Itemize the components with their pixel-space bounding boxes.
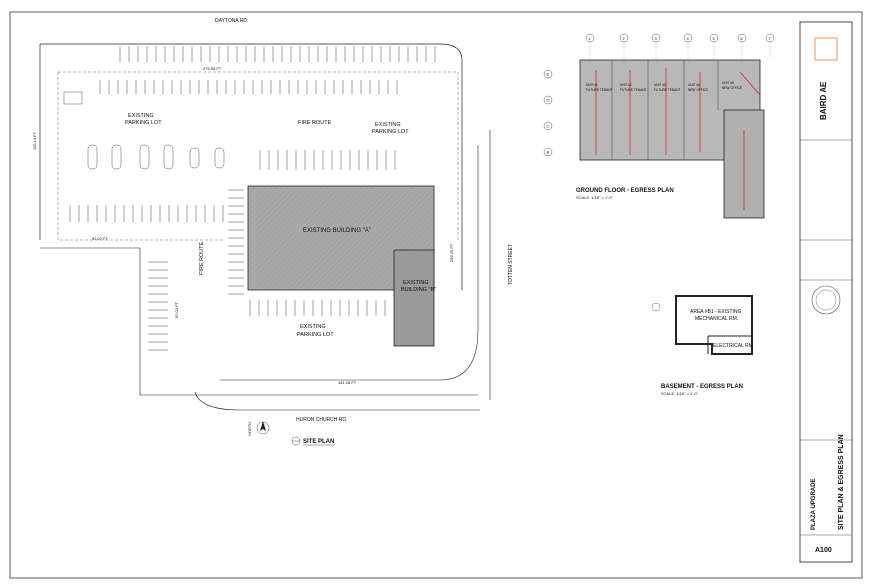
street-south-label: HURON CHURCH RD. [296, 417, 347, 423]
grid-column-label: 2 [623, 36, 626, 41]
site-plan: DAYTONA RD. EXISTING BUILDING "A" [32, 18, 514, 446]
grid-column-label: 7 [769, 36, 772, 41]
basement-walls [675, 295, 753, 355]
unit-label: UNIT #4 [688, 83, 700, 87]
property-line [57, 71, 459, 241]
unit-label: UNIT #5 [722, 81, 734, 85]
north-arrow: NORTH [247, 421, 270, 436]
grid-bubble [543, 121, 553, 131]
grid-column-label: 1 [589, 36, 592, 41]
unit-label: FUTURE TENANT [620, 88, 647, 92]
building-a-label: EXISTING BUILDING "A" [303, 228, 371, 234]
existing-kiosk [63, 91, 83, 105]
grid-bubble [543, 147, 553, 157]
fire-route-north-label: FIRE ROUTE [298, 120, 332, 126]
site-plan-title: SITE PLAN [291, 436, 335, 446]
curb-south [194, 391, 480, 411]
curb-east [220, 145, 479, 381]
unit-label: NEW OFFICE [688, 88, 708, 92]
site-plan-title-text: SITE PLAN [303, 439, 334, 445]
grid-row-label: B [547, 150, 550, 155]
basement-electrical-room: ELECTRICAL RM [713, 343, 753, 349]
dim-bottom: 181.28 FT [338, 380, 357, 385]
grid-column-label: 4 [687, 36, 690, 41]
project-name: PLAZA UPGRADE [811, 479, 817, 530]
landscape-islands [87, 144, 225, 170]
firm-logo: BAIRD AE [814, 37, 838, 120]
parking-stalls [69, 46, 436, 351]
street-north-label: DAYTONA RD. [215, 18, 248, 24]
unit-label: FUTURE TENANT [654, 88, 681, 92]
grid-column-label: 6 [741, 36, 744, 41]
basement-title: BASEMENT - EGRESS PLAN [661, 384, 743, 390]
street-east-label: TOTTEN STREET [508, 244, 514, 285]
grid-bubble [543, 69, 553, 79]
building-b [393, 249, 435, 347]
site-boundary-north [40, 43, 463, 290]
fire-route-west-label: FIRE ROUTE [199, 241, 205, 275]
unit-label: UNIT #1 [586, 83, 598, 87]
ground-floor-grid: 1 2 3 4 5 6 7E D C B [543, 33, 775, 157]
dim-top: 275.96 FT [203, 66, 222, 71]
firm-name: BAIRD AE [819, 81, 828, 120]
ground-floor-title: GROUND FLOOR - EGRESS PLAN [576, 188, 674, 194]
seal [811, 285, 841, 315]
grid-column-label: 3 [655, 36, 658, 41]
sheet-number: A100 [815, 547, 832, 554]
grid-bubble [543, 95, 553, 105]
ground-floor-scale: SCALE: 1/16" = 1'-0" [576, 195, 614, 200]
basement-scale: SCALE: 1/16" = 1'-0" [661, 391, 699, 396]
grid-row-label: D [547, 98, 550, 103]
grid-row-label: C [547, 124, 550, 129]
unit-label: NEW OFFICE [722, 86, 742, 90]
grid-row-label: E [547, 72, 550, 77]
north-label: NORTH [247, 422, 252, 436]
site-boundary-south [40, 247, 478, 396]
title-block: BAIRD AE PLAZA UPGRADE SITE PLAN & EGRES… [799, 21, 853, 563]
grid-column-label: 5 [713, 36, 716, 41]
dim-left-lower: 92.03 FT [174, 301, 179, 318]
unit-label: UNIT #3 [654, 83, 666, 87]
dim-mid-left: 92.07 FT [92, 236, 109, 241]
unit-label: FUTURE TENANT [586, 88, 613, 92]
dim-right: 286.25 FT [449, 243, 454, 262]
dim-left: 110.14 FT [32, 132, 37, 150]
unit-label: UNIT #2 [620, 83, 632, 87]
sheet-title: SITE PLAN & EGRESS PLAN [838, 434, 845, 530]
